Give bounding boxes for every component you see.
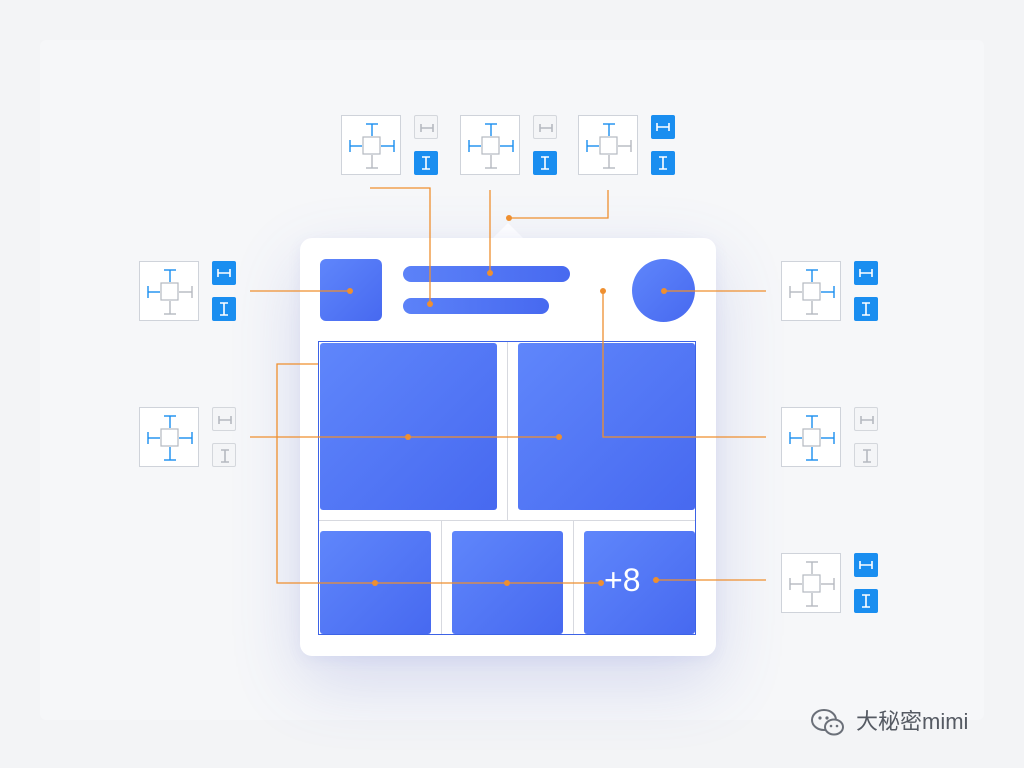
fill-width-toggle[interactable] [533,115,557,139]
width-icon [656,123,670,131]
width-icon [420,124,434,132]
height-icon [422,156,430,170]
fill-width-toggle[interactable] [854,261,878,285]
constraint-pin-widget[interactable] [781,407,841,467]
connector-dot [506,215,512,221]
height-icon [659,156,667,170]
height-icon [862,302,870,316]
constraint-pin-widget[interactable] [139,261,199,321]
grid-divider [573,521,574,634]
grid-image-tile[interactable] [320,343,497,510]
fill-height-toggle[interactable] [651,151,675,175]
center-square [802,282,821,301]
fill-height-toggle[interactable] [414,151,438,175]
connector-dot [598,580,604,586]
watermark-text: 大秘密mimi [856,709,969,734]
width-icon [859,269,873,277]
connector-dot [600,288,606,294]
grid-divider [507,342,508,520]
height-icon [220,302,228,316]
width-icon [860,416,874,424]
connector-line [276,363,601,584]
width-icon [539,124,553,132]
wechat-icon [811,709,844,736]
constraint-pin-widget[interactable] [460,115,520,175]
more-count-label: +8 [604,562,641,598]
center-square [160,428,179,447]
fill-height-toggle[interactable] [854,297,878,321]
width-icon [859,561,873,569]
constraint-pin-widget[interactable] [578,115,638,175]
constraint-pin-widget[interactable] [781,261,841,321]
fill-width-toggle[interactable] [212,407,236,431]
title-bar-placeholder [403,266,570,282]
connector-dot [653,577,659,583]
connector-dot [504,580,510,586]
fill-width-toggle[interactable] [651,115,675,139]
connector-line [509,190,609,219]
width-icon [218,416,232,424]
center-square [362,136,381,155]
grid-image-tile[interactable] [518,343,695,510]
center-square [802,428,821,447]
grid-divider [319,520,695,521]
fill-width-toggle[interactable] [854,553,878,577]
fill-height-toggle[interactable] [533,151,557,175]
fill-width-toggle[interactable] [854,407,878,431]
width-icon [217,269,231,277]
constraint-pin-widget[interactable] [139,407,199,467]
fill-width-toggle[interactable] [212,261,236,285]
connector-dot [661,288,667,294]
grid-divider [441,521,442,634]
fill-height-toggle[interactable] [854,589,878,613]
center-square [160,282,179,301]
center-square [802,574,821,593]
image-grid-frame [318,341,696,635]
constraint-pin-widget[interactable] [781,553,841,613]
fill-height-toggle[interactable] [212,443,236,467]
connector-dot [487,270,493,276]
connector-dot [556,434,562,440]
fill-height-toggle[interactable] [212,297,236,321]
connector-dot [405,434,411,440]
fill-width-toggle[interactable] [414,115,438,139]
height-icon [221,449,229,463]
center-square [599,136,618,155]
connector-dot [347,288,353,294]
connector-dot [372,580,378,586]
fill-height-toggle[interactable] [854,443,878,467]
constraint-pin-widget[interactable] [341,115,401,175]
connector-line [370,187,431,304]
center-square [481,136,500,155]
card-pointer [493,223,523,238]
height-icon [863,449,871,463]
subtitle-bar-placeholder [403,298,549,314]
height-icon [541,156,549,170]
connector-dot [427,301,433,307]
watermark: 大秘密mimi [808,704,1008,740]
connector-line [602,291,766,438]
height-icon [862,594,870,608]
